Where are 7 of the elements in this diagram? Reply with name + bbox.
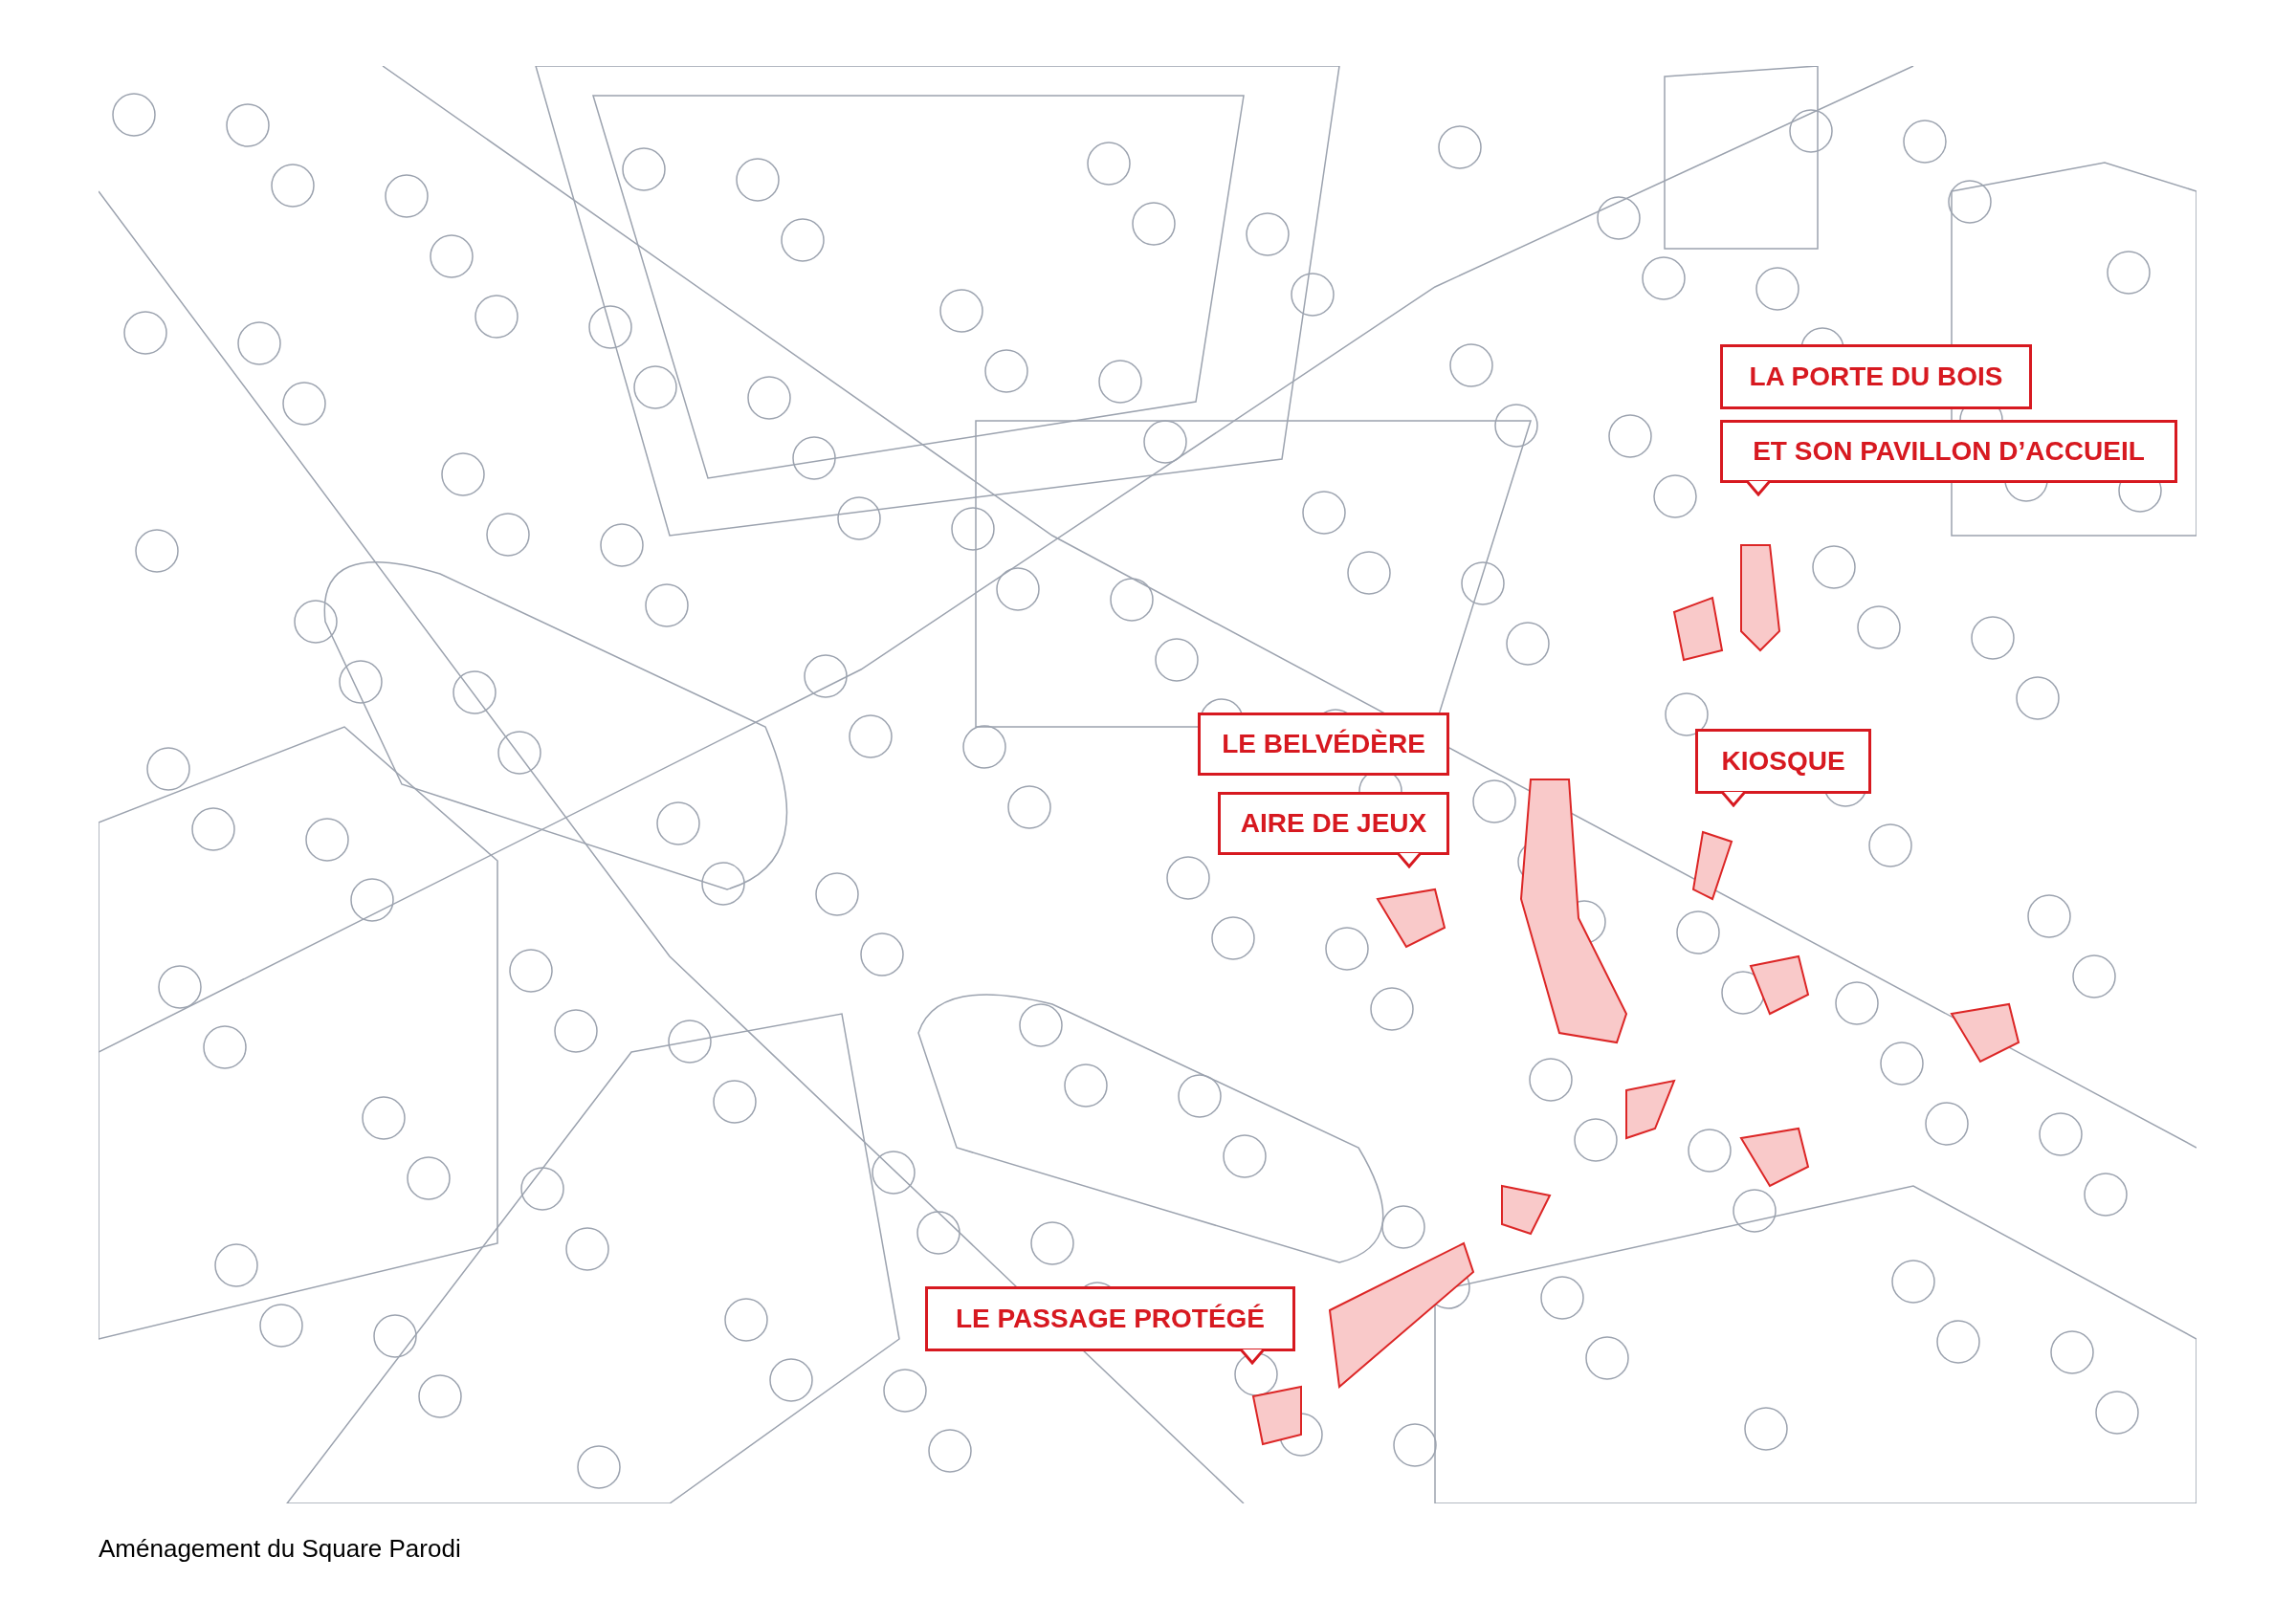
callout-label: LE BELVÉDÈRE <box>1198 713 1449 776</box>
callout-label: AIRE DE JEUX <box>1218 792 1449 855</box>
callout-label: LA PORTE DU BOIS <box>1720 344 2032 409</box>
callout-label: ET SON PAVILLON D’ACCUEIL <box>1720 420 2177 483</box>
caption: Aménagement du Square Parodi <box>99 1533 461 1565</box>
callout-label: KIOSQUE <box>1695 729 1871 794</box>
callout-label: LE PASSAGE PROTÉGÉ <box>925 1286 1295 1351</box>
